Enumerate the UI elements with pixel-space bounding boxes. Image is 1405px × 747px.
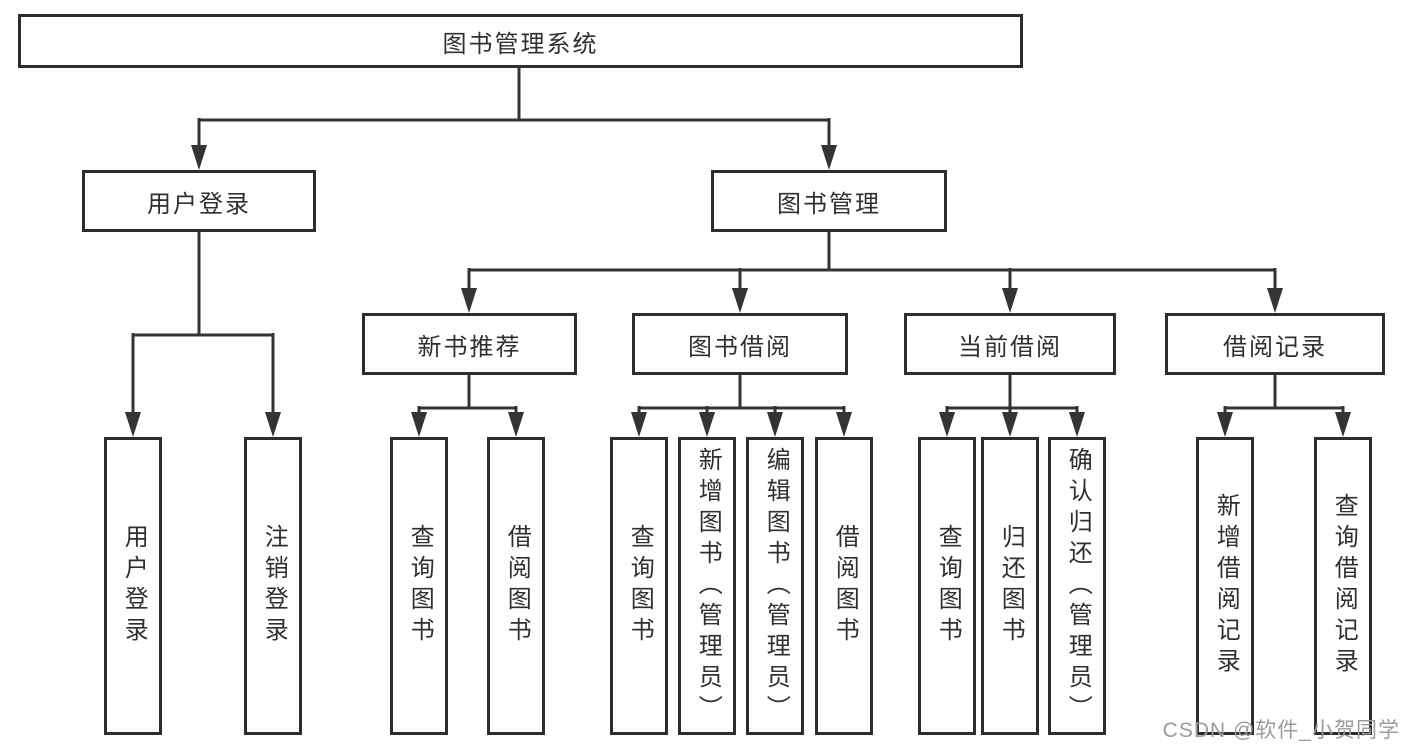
leaf-user-login: 用户登录 <box>104 437 162 735</box>
arrowhead-icon <box>699 412 715 437</box>
node-label: 新增图书（管理员） <box>694 446 722 726</box>
arrowhead-icon <box>939 412 955 437</box>
node-label: 图书管理系统 <box>442 30 599 58</box>
node-label: 图书借阅 <box>688 333 792 361</box>
connector-user-login-to-leaves <box>125 232 281 437</box>
node-label: 借阅图书 <box>831 524 859 648</box>
arrowhead-icon <box>836 412 852 437</box>
node-current-borrow: 当前借阅 <box>904 313 1116 375</box>
leaf-borrow-books: 借阅图书 <box>815 437 873 735</box>
arrowhead-icon <box>1217 412 1233 437</box>
node-user-login: 用户登录 <box>82 170 316 232</box>
leaf-query-books: 查询图书 <box>610 437 668 735</box>
leaf-query-books: 查询图书 <box>918 437 976 735</box>
node-library-system: 图书管理系统 <box>18 14 1023 68</box>
node-borrow-records: 借阅记录 <box>1165 313 1385 375</box>
node-label: 编辑图书（管理员） <box>762 446 790 726</box>
arrowhead-icon <box>265 412 281 437</box>
arrowhead-icon <box>631 412 647 437</box>
connector-book-mgmt-to-level3 <box>461 232 1283 313</box>
node-label: 查询图书 <box>626 524 654 648</box>
node-new-book-recommend: 新书推荐 <box>362 313 577 375</box>
leaf-confirm-return-admin: 确认归还（管理员） <box>1048 437 1106 735</box>
leaf-edit-books-admin: 编辑图书（管理员） <box>746 437 804 735</box>
leaf-logout: 注销登录 <box>244 437 302 735</box>
arrowhead-icon <box>461 288 477 313</box>
connector-current-borrow-to-leaves <box>939 375 1085 437</box>
arrowhead-icon <box>1002 412 1018 437</box>
arrowhead-icon <box>1002 288 1018 313</box>
arrowhead-icon <box>732 288 748 313</box>
arrowhead-icon <box>508 412 524 437</box>
node-book-management: 图书管理 <box>711 170 947 232</box>
leaf-borrow-books: 借阅图书 <box>487 437 545 735</box>
node-label: 查询图书 <box>406 524 434 648</box>
arrowhead-icon <box>191 145 207 170</box>
node-label: 查询图书 <box>934 524 962 648</box>
arrowhead-icon <box>767 412 783 437</box>
arrowhead-icon <box>1335 412 1351 437</box>
connector-book-borrow-to-leaves <box>631 375 852 437</box>
node-label: 新增借阅记录 <box>1212 493 1240 679</box>
arrowhead-icon <box>1267 288 1283 313</box>
leaf-add-books-admin: 新增图书（管理员） <box>678 437 736 735</box>
node-label: 当前借阅 <box>958 333 1062 361</box>
connector-root-to-level2 <box>191 68 837 170</box>
node-label: 图书管理 <box>777 190 881 218</box>
node-label: 借阅图书 <box>503 524 531 648</box>
arrowhead-icon <box>411 412 427 437</box>
node-label: 注销登录 <box>260 524 288 648</box>
leaf-query-borrow-record: 查询借阅记录 <box>1314 437 1372 735</box>
leaf-return-books: 归还图书 <box>981 437 1039 735</box>
connector-new-book-to-leaves <box>411 375 524 437</box>
arrowhead-icon <box>1069 412 1085 437</box>
node-label: 用户登录 <box>147 190 251 218</box>
arrowhead-icon <box>125 412 141 437</box>
node-label: 归还图书 <box>997 524 1025 648</box>
leaf-add-borrow-record: 新增借阅记录 <box>1196 437 1254 735</box>
node-label: 确认归还（管理员） <box>1064 446 1092 726</box>
arrowhead-icon <box>821 145 837 170</box>
connector-borrow-records-to-leaves <box>1217 375 1351 437</box>
watermark: CSDN @软件_小贺同学 <box>1162 719 1400 742</box>
node-label: 用户登录 <box>120 524 148 648</box>
node-book-borrow: 图书借阅 <box>632 313 848 375</box>
leaf-query-books: 查询图书 <box>390 437 448 735</box>
node-label: 新书推荐 <box>417 333 522 361</box>
node-label: 查询借阅记录 <box>1330 493 1358 679</box>
node-label: 借阅记录 <box>1223 333 1327 361</box>
